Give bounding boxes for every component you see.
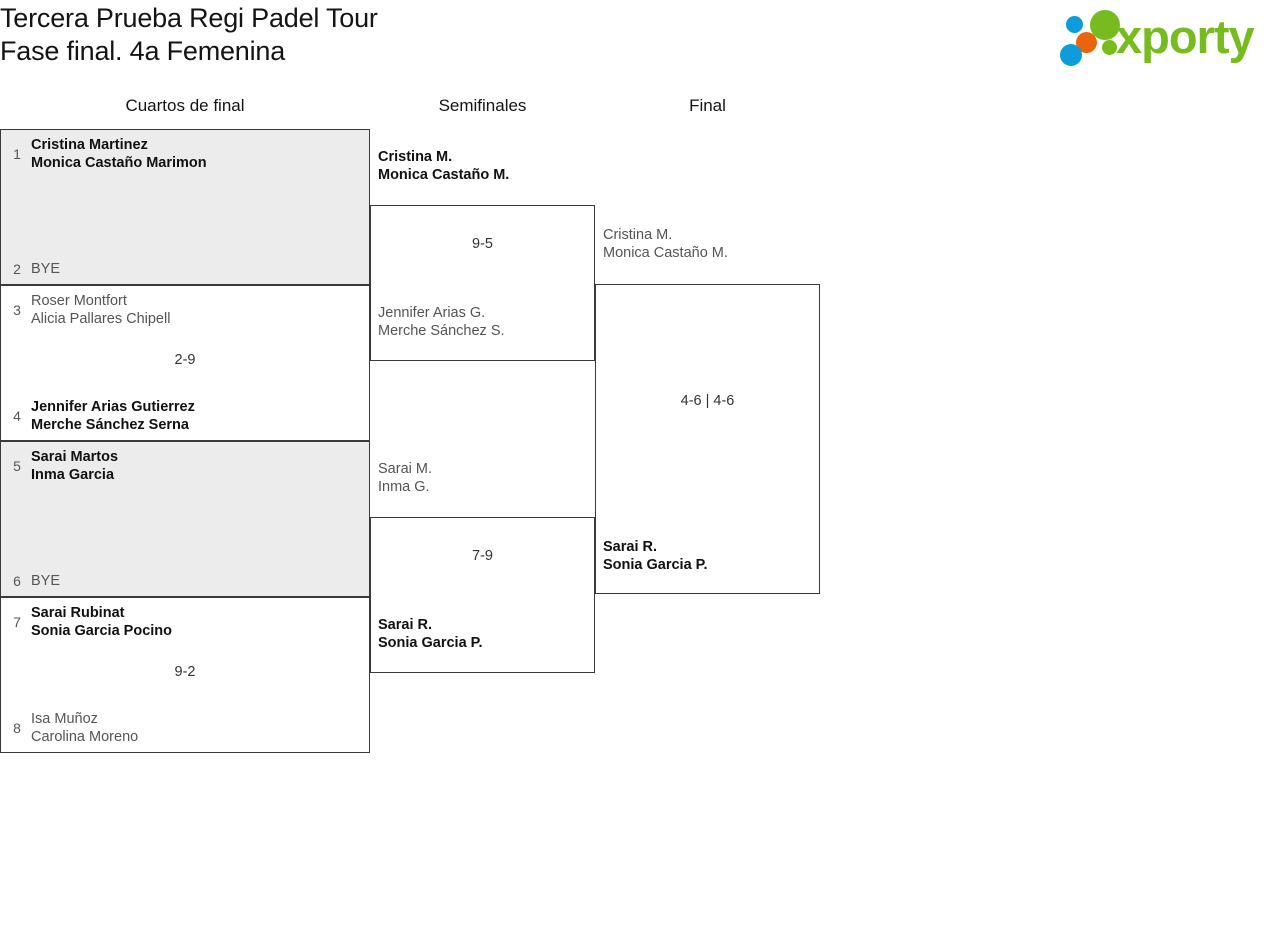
semifinal-1-top-team[interactable]: Cristina M. Monica Castaño M.	[370, 148, 509, 184]
match-row-seed-4[interactable]: 4 Jennifer Arias Gutierrez Merche Sánche…	[1, 398, 369, 434]
match-score: 7-9	[472, 548, 493, 564]
player-name: Alicia Pallares Chipell	[31, 311, 171, 327]
player-name: Monica Castaño Marimon	[31, 155, 207, 171]
player-name: Cristina M.	[603, 227, 673, 243]
match-score: 4-6 | 4-6	[680, 393, 735, 409]
logo-dot-blue-small-icon	[1066, 16, 1083, 33]
match-row-seed-6[interactable]: 6 BYE	[1, 572, 369, 590]
player-name: Monica Castaño M.	[378, 167, 510, 183]
match-row-seed-7[interactable]: 7 Sarai Rubinat Sonia Garcia Pocino	[1, 604, 369, 640]
match-quarterfinal-3[interactable]: 5 Sarai Martos Inma Garcia 6 BYE	[0, 441, 370, 597]
player-name: Sonia Garcia P.	[378, 635, 483, 651]
player-name: Sarai M.	[378, 461, 432, 477]
logo-dot-green-large-icon	[1090, 10, 1120, 40]
title-line-1: Tercera Prueba Regi Padel Tour	[0, 3, 378, 33]
match-score: 9-2	[174, 664, 196, 680]
player-name: Merche Sánchez S.	[378, 323, 505, 339]
seed-number: 1	[13, 146, 21, 162]
player-name: Jennifer Arias G.	[378, 305, 486, 321]
logo-wordmark: xporty	[1116, 10, 1255, 63]
match-quarterfinal-4[interactable]: 7 Sarai Rubinat Sonia Garcia Pocino 8 Is…	[0, 597, 370, 753]
match-row-seed-5[interactable]: 5 Sarai Martos Inma Garcia	[1, 448, 369, 484]
team-names: Roser Montfort Alicia Pallares Chipell	[31, 292, 170, 328]
logo-dot-orange-icon	[1076, 32, 1097, 53]
match-row-seed-8[interactable]: 8 Isa Muñoz Carolina Moreno	[1, 710, 369, 746]
player-name: Carolina Moreno	[31, 729, 139, 745]
match-quarterfinal-2[interactable]: 3 Roser Montfort Alicia Pallares Chipell…	[0, 285, 370, 441]
player-name: Sarai R.	[603, 539, 657, 555]
match-final[interactable]: 4-6 | 4-6	[595, 284, 820, 594]
seed-number: 5	[13, 458, 21, 474]
team-names: Cristina Martinez Monica Castaño Marimon	[31, 136, 207, 172]
player-name: Merche Sánchez Serna	[31, 417, 189, 433]
round-header-final: Final	[689, 96, 726, 115]
player-name: Sarai Rubinat	[31, 605, 125, 621]
player-name: Inma Garcia	[31, 467, 115, 483]
player-name: Inma G.	[378, 479, 430, 495]
final-bottom-team[interactable]: Sarai R. Sonia Garcia P.	[595, 538, 708, 574]
match-row-seed-2[interactable]: 2 BYE	[1, 260, 369, 278]
player-name: Monica Castaño M.	[603, 245, 728, 261]
logo-dots-icon	[1060, 10, 1120, 66]
player-name: Sonia Garcia Pocino	[31, 623, 173, 639]
match-row-seed-3[interactable]: 3 Roser Montfort Alicia Pallares Chipell	[1, 292, 369, 328]
player-name: Jennifer Arias Gutierrez	[31, 399, 195, 415]
logo-dot-blue-large-icon	[1060, 44, 1082, 66]
player-name: Cristina Martinez	[31, 137, 148, 153]
page-header: Tercera Prueba Regi Padel Tour Fase fina…	[0, 0, 1280, 92]
xporty-logo[interactable]: xporty	[1054, 6, 1276, 68]
team-names: Isa Muñoz Carolina Moreno	[31, 710, 138, 746]
seed-number: 4	[13, 408, 21, 424]
match-semifinal-1[interactable]: 9-5	[370, 205, 595, 361]
match-quarterfinal-1[interactable]: 1 Cristina Martinez Monica Castaño Marim…	[0, 129, 370, 285]
round-header-semifinals: Semifinales	[438, 96, 527, 115]
seed-number: 6	[13, 573, 21, 589]
seed-number: 3	[13, 302, 21, 318]
match-row-seed-1[interactable]: 1 Cristina Martinez Monica Castaño Marim…	[1, 136, 369, 172]
team-names: Sarai Martos Inma Garcia	[31, 448, 118, 484]
match-semifinal-2[interactable]: 7-9	[370, 517, 595, 673]
title-line-2: Fase final. 4a Femenina	[0, 36, 286, 66]
final-top-team[interactable]: Cristina M. Monica Castaño M.	[595, 226, 728, 262]
logo-dot-green-small-icon	[1102, 40, 1117, 55]
semifinal-2-top-team[interactable]: Sarai M. Inma G.	[370, 460, 432, 496]
semifinal-2-bottom-team[interactable]: Sarai R. Sonia Garcia P.	[370, 616, 483, 652]
semifinal-1-bottom-team[interactable]: Jennifer Arias G. Merche Sánchez S.	[370, 304, 505, 340]
team-names: Sarai Rubinat Sonia Garcia Pocino	[31, 604, 172, 640]
bye-label: BYE	[31, 261, 61, 277]
seed-number: 2	[13, 261, 21, 277]
player-name: Cristina M.	[378, 149, 453, 165]
player-name: Roser Montfort	[31, 293, 127, 309]
player-name: Sarai Martos	[31, 449, 119, 465]
match-score: 9-5	[472, 236, 493, 252]
match-score: 2-9	[174, 352, 196, 368]
player-name: Sonia Garcia P.	[603, 557, 708, 573]
round-header-quarterfinals: Cuartos de final	[125, 96, 245, 115]
seed-number: 8	[13, 720, 21, 736]
player-name: Isa Muñoz	[31, 711, 98, 727]
bye-label: BYE	[31, 573, 61, 589]
team-names: Jennifer Arias Gutierrez Merche Sánchez …	[31, 398, 195, 434]
player-name: Sarai R.	[378, 617, 432, 633]
page-title: Tercera Prueba Regi Padel Tour Fase fina…	[0, 2, 378, 68]
seed-number: 7	[13, 614, 21, 630]
